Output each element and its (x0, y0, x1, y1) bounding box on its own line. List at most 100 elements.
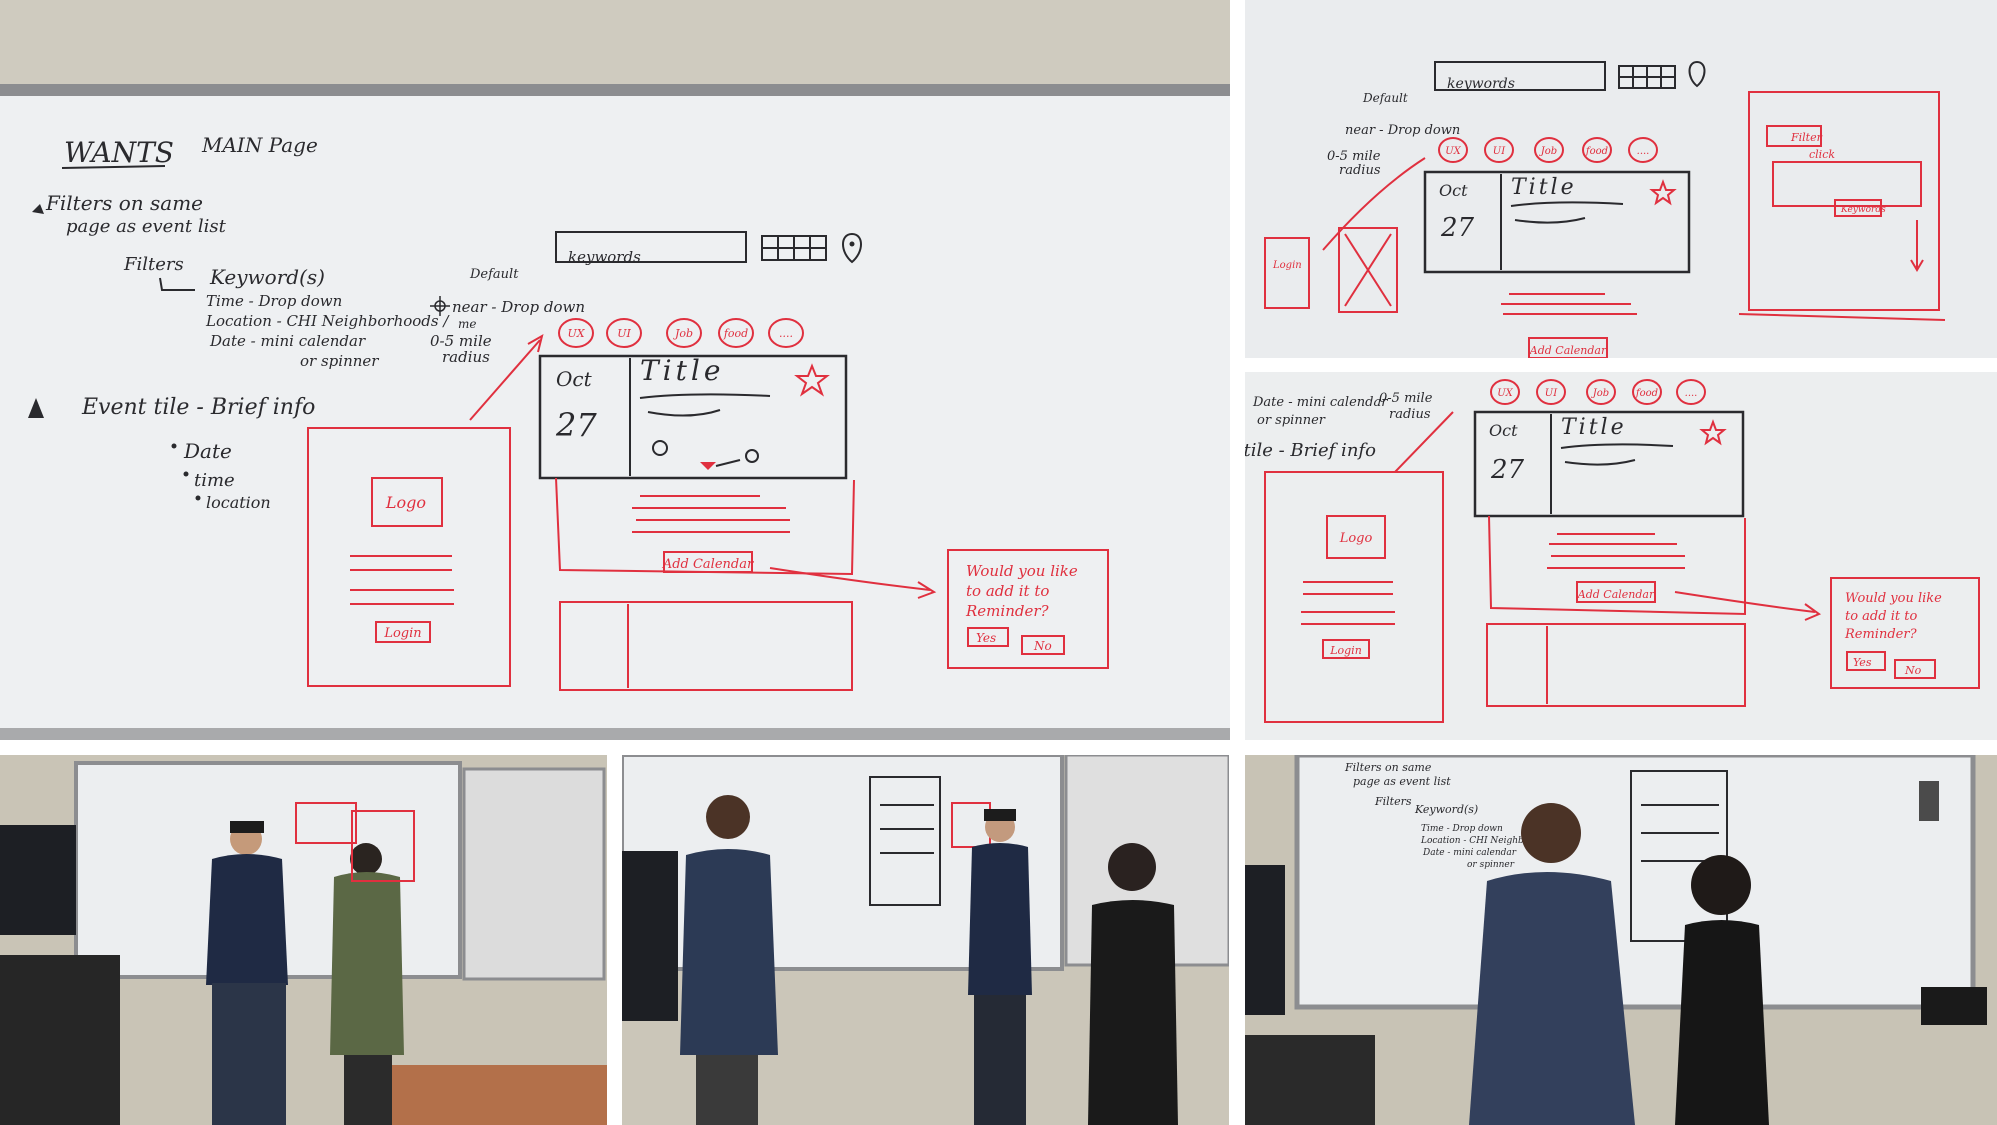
mid-add-calendar: Add Calendar (1577, 588, 1655, 601)
card-month: Oct (556, 367, 593, 391)
photo-team-sketching-right: Filters on same page as event list Filte… (1245, 755, 1997, 1125)
mid-chip-ux: UX (1497, 388, 1513, 399)
card-title: Title (640, 354, 724, 387)
closeup-login: Login (1272, 260, 1302, 271)
right-location: Location - CHI Neighborhoods / (1420, 836, 1567, 846)
closeup-card-day: 27 (1440, 213, 1475, 243)
mid-yes: Yes (1853, 656, 1872, 669)
closeup-default: Default (1362, 91, 1408, 105)
closeup-chip-ux: UX (1445, 146, 1461, 157)
closeup-click-label: click (1809, 148, 1835, 161)
mid-prompt-3: Reminder? (1844, 627, 1918, 642)
mid-prompt-2: to add it to (1845, 609, 1917, 624)
note-bullet-location: location (206, 493, 271, 512)
login-screen-sketch (307, 333, 544, 687)
closeup-filter-panel (1748, 91, 1940, 311)
add-calendar-button-sketch: Add Calendar (662, 557, 754, 572)
mid-filter-date: Date - mini calendar (1252, 395, 1388, 410)
closeup-add-calendar: Add Calendar (1529, 344, 1607, 357)
right-filters-2: page as event list (1353, 775, 1451, 788)
closeup-pin-icon (1688, 60, 1706, 88)
photo-team-discussion-middle (622, 755, 1229, 1125)
closeup-search-box: keywords (1447, 76, 1515, 92)
right-time: Time - Drop down (1421, 824, 1503, 834)
sketch-search-box: keywords (568, 248, 641, 266)
team-photo-left (0, 755, 607, 1125)
event-card-sketch: Oct 27 Title (538, 354, 848, 480)
mid-login-screen (1264, 471, 1444, 723)
whiteboard-top-rail (0, 84, 1230, 96)
mid-chip-food: food (1635, 388, 1658, 399)
closeup-keywords-label: Keywords (1840, 205, 1886, 215)
note-keywords: Keyword(s) (209, 265, 325, 289)
note-filter-date-2: or spinner (300, 352, 379, 370)
card-day: 27 (555, 406, 597, 444)
chip-more: .... (779, 327, 793, 340)
mid-card-month: Oct (1489, 421, 1518, 440)
mid-card-title: Title (1561, 415, 1627, 440)
photo-whiteboard-main: WANTS MAIN Page Filters on same page as … (0, 0, 1230, 740)
note-filters-1: Filters on same (45, 191, 203, 215)
login-button-sketch: Login (383, 626, 421, 641)
yes-button-sketch: Yes (976, 631, 996, 645)
note-near-me-2: me (458, 317, 476, 331)
note-bullet-date: Date (183, 439, 232, 463)
closeup-chip-more: .... (1637, 146, 1650, 157)
right-date-2: or spinner (1467, 860, 1515, 870)
whiteboard-closeup-top-drawing: keywords Default near - Drop down 0-5 mi… (1245, 0, 1997, 358)
note-filter-location: Location - CHI Neighborhoods / (205, 312, 450, 330)
photo-whiteboard-closeup-top: keywords Default near - Drop down 0-5 mi… (1245, 0, 1997, 358)
mid-chip-job: Job (1591, 388, 1609, 399)
whiteboard-closeup-middle-drawing: Date - mini calendar or spinner 0-5 mile… (1245, 372, 1997, 740)
photo-whiteboard-closeup-middle: Date - mini calendar or spinner 0-5 mile… (1245, 372, 1997, 740)
note-filter-time: Time - Drop down (206, 292, 342, 310)
person-navy-sweater-cap (968, 809, 1032, 1125)
chip-ux: UX (567, 327, 585, 340)
closeup-radius-2: radius (1339, 163, 1381, 178)
chip-job: Job (673, 327, 693, 340)
mid-logo-label: Logo (1339, 531, 1373, 546)
reminder-dialog-sketch (947, 549, 1109, 669)
location-icon (745, 449, 759, 463)
clock-icon (652, 440, 668, 456)
team-photo-middle (622, 755, 1229, 1125)
right-filters-label: Filters (1374, 795, 1412, 808)
closeup-star-icon (1649, 179, 1677, 206)
note-filters-2: page as event list (66, 216, 227, 237)
closeup-chip-ui: UI (1493, 146, 1506, 157)
note-bullet-time: time (194, 470, 235, 491)
mid-chip-more: .... (1685, 388, 1698, 399)
closeup-card-title: Title (1511, 175, 1577, 200)
map-pin-icon (842, 232, 862, 264)
mid-prompt-1: Would you like (1845, 591, 1942, 606)
person-blue-hoodie (680, 795, 778, 1125)
mid-chip-ui: UI (1545, 388, 1558, 399)
note-event-tile: Event tile - Brief info (81, 395, 315, 420)
logo-box-label: Logo (385, 493, 426, 512)
reminder-prompt-2: to add it to (966, 582, 1049, 600)
note-default: Default (469, 267, 519, 282)
person-black-shirt (1088, 843, 1178, 1125)
no-button-sketch: No (1033, 639, 1052, 653)
mid-filter-date-2: or spinner (1257, 413, 1326, 428)
person-blue-hoodie-drawing (1469, 803, 1635, 1125)
reminder-prompt-1: Would you like (966, 562, 1078, 580)
sun-icon (430, 296, 450, 316)
right-date: Date - mini calendar (1422, 848, 1517, 858)
person-navy-sweater (206, 821, 288, 1125)
sketch-heading: WANTS (64, 136, 174, 169)
closeup-near-me: near - Drop down (1345, 123, 1460, 138)
closeup-chip-job: Job (1539, 146, 1557, 157)
whiteboard-surface (0, 88, 1230, 740)
mid-star-icon (1699, 419, 1727, 446)
sketch-subheading: MAIN Page (201, 133, 318, 157)
star-icon (794, 363, 830, 397)
right-filters-1: Filters on same (1344, 761, 1432, 774)
closeup-card-month: Oct (1439, 181, 1468, 200)
reminder-prompt-3: Reminder? (965, 602, 1050, 620)
mid-radius-2: radius (1389, 407, 1431, 422)
closeup-filter-label: Filter (1790, 131, 1823, 144)
chip-ui: UI (617, 327, 631, 340)
mid-card-day: 27 (1490, 455, 1525, 485)
closeup-chip-food: food (1585, 146, 1608, 157)
